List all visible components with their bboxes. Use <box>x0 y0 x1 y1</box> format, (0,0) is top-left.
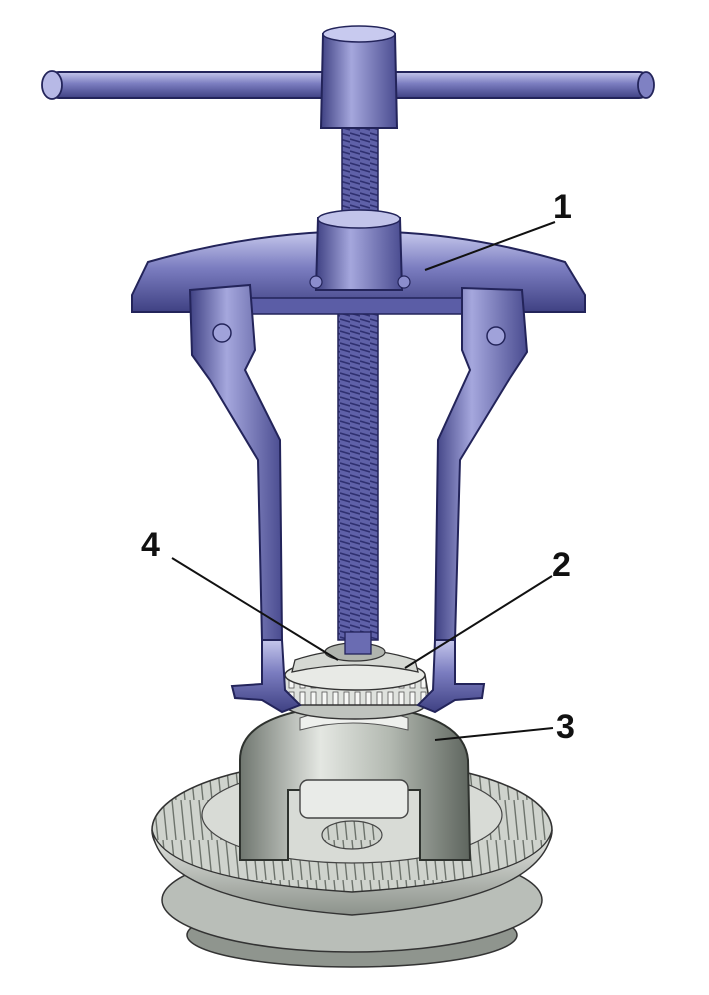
right-puller-leg <box>416 286 529 714</box>
tapered-roller-bearing <box>279 642 431 720</box>
leader-line-2 <box>404 575 553 669</box>
differential-housing <box>239 703 472 861</box>
leader-line-4 <box>171 557 339 661</box>
callout-4: 4 <box>141 526 160 564</box>
leader-lines <box>171 221 556 741</box>
t-handle <box>41 25 655 129</box>
callout-2: 2 <box>552 546 571 584</box>
callout-1: 1 <box>553 188 572 226</box>
left-puller-leg <box>188 283 302 714</box>
leader-line-1 <box>424 221 556 271</box>
threaded-screw <box>337 119 379 655</box>
callout-3: 3 <box>556 708 575 746</box>
leader-line-3 <box>434 727 554 741</box>
